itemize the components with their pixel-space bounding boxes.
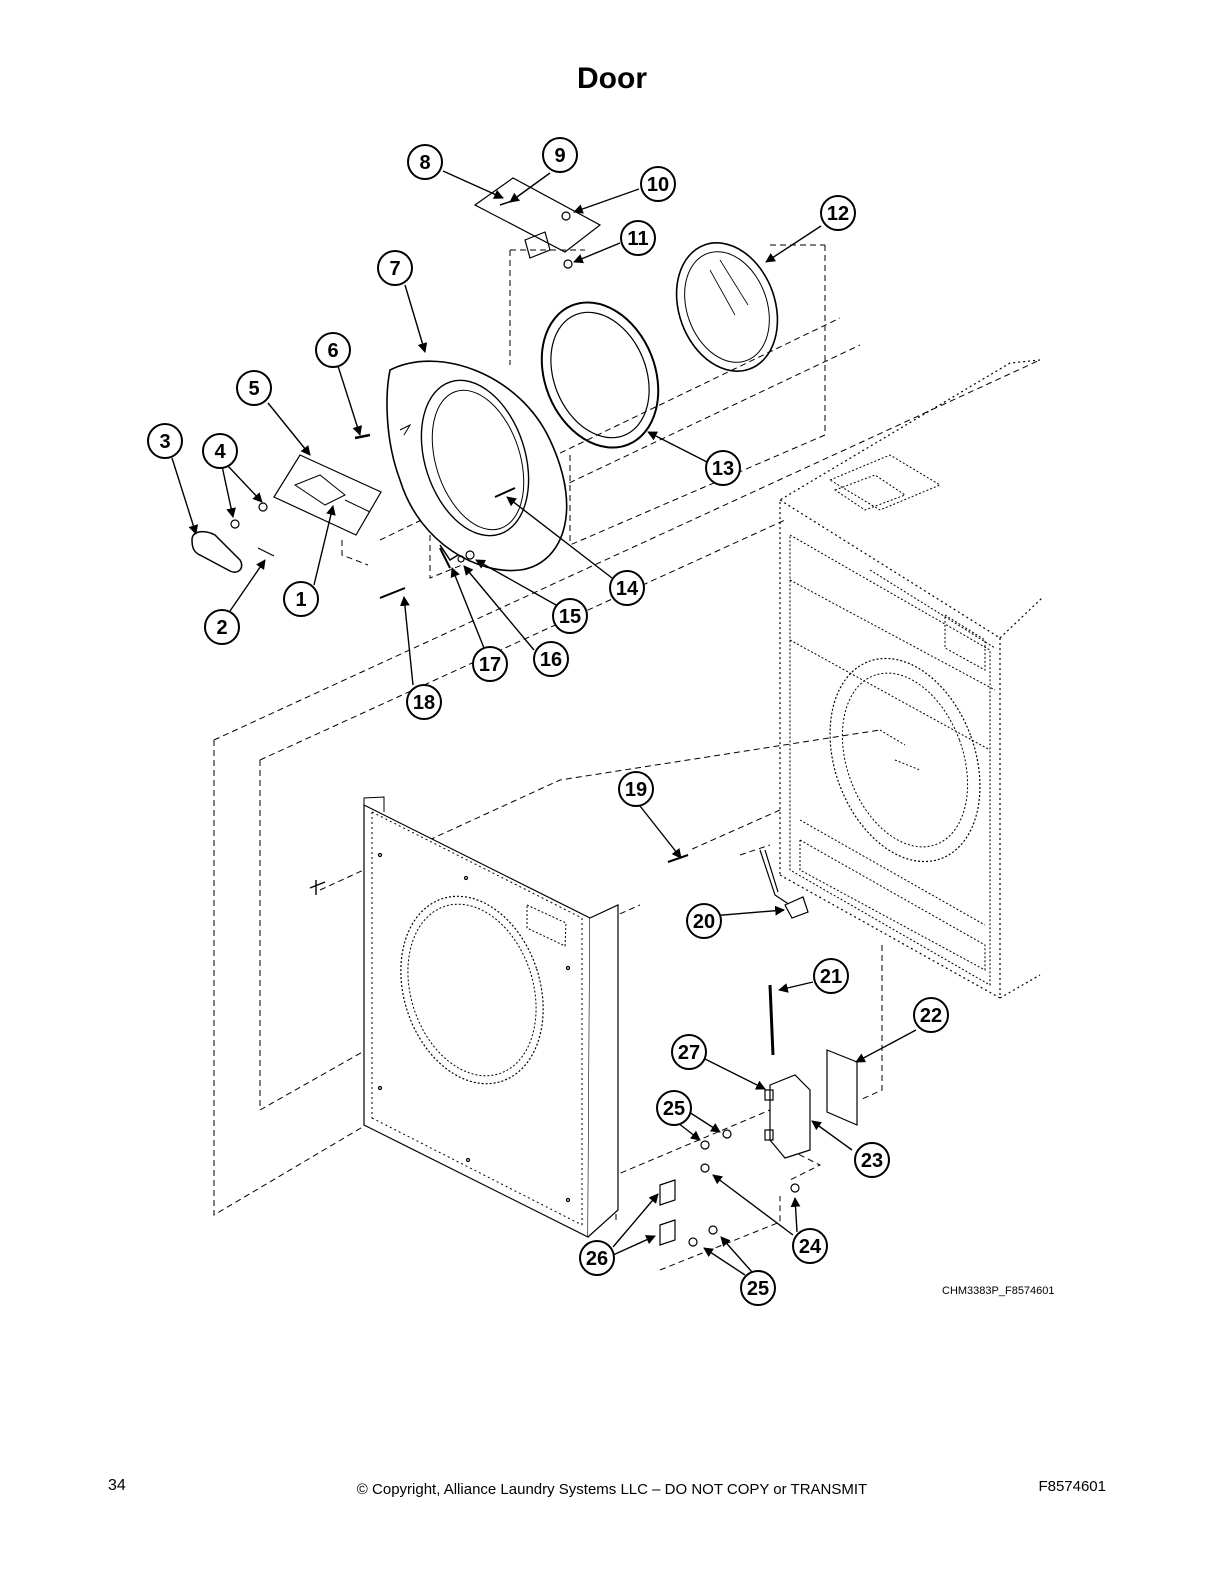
callout-26: 26 [579, 1240, 615, 1276]
svg-text:2: 2 [216, 617, 227, 639]
svg-text:3: 3 [159, 431, 170, 453]
callout-20: 20 [686, 903, 722, 939]
svg-text:10: 10 [647, 174, 669, 196]
door-ring [386, 360, 568, 572]
callout-22: 22 [913, 997, 949, 1033]
svg-text:13: 13 [712, 458, 734, 480]
washer-16 [457, 555, 465, 563]
svg-text:16: 16 [540, 649, 562, 671]
front-panel [309, 796, 619, 1238]
svg-text:1: 1 [295, 589, 306, 611]
svg-text:22: 22 [920, 1005, 942, 1027]
pin-17 [439, 547, 451, 569]
callout-17: 17 [472, 646, 508, 682]
callout-23: 23 [854, 1142, 890, 1178]
svg-text:23: 23 [861, 1150, 883, 1172]
machine-cabinet [779, 359, 1043, 1000]
svg-text:25: 25 [747, 1278, 769, 1300]
callout-15: 15 [552, 598, 588, 634]
svg-text:4: 4 [214, 441, 226, 463]
nut-15 [465, 550, 475, 560]
page-number: 34 [108, 1477, 126, 1494]
page-title: Door [577, 62, 647, 95]
callout-25-lower: 25 [740, 1270, 776, 1306]
callout-10: 10 [640, 166, 676, 202]
svg-text:27: 27 [678, 1042, 700, 1064]
screw-14 [494, 487, 516, 498]
assembly-outline [213, 244, 1041, 1271]
callout-27: 27 [671, 1034, 707, 1070]
svg-text:24: 24 [799, 1236, 822, 1258]
pin-19 [667, 854, 689, 863]
document-id: F8574601 [1038, 1478, 1106, 1495]
callout-1: 1 [283, 581, 319, 617]
svg-text:7: 7 [389, 258, 400, 280]
callout-25-upper: 25 [656, 1090, 692, 1126]
door-gasket [540, 301, 660, 449]
callout-7: 7 [377, 250, 413, 286]
svg-text:11: 11 [627, 228, 648, 250]
callout-18: 18 [406, 684, 442, 720]
callout-13: 13 [705, 450, 741, 486]
callout-8: 8 [407, 144, 443, 180]
callout-21: 21 [813, 958, 849, 994]
callout-11: 11 [620, 220, 656, 256]
svg-text:20: 20 [693, 911, 715, 933]
svg-text:12: 12 [827, 203, 849, 225]
leader-lines [171, 170, 917, 1276]
callout-5: 5 [236, 370, 272, 406]
callout-3: 3 [147, 423, 183, 459]
svg-text:19: 19 [625, 779, 647, 801]
callouts: 1 2 3 4 5 6 7 8 9 10 11 12 13 14 15 16 1… [147, 137, 949, 1306]
callout-12: 12 [820, 195, 856, 231]
callout-19: 19 [618, 771, 654, 807]
callout-4: 4 [202, 433, 238, 469]
svg-text:15: 15 [559, 606, 581, 628]
svg-text:26: 26 [586, 1248, 608, 1270]
callout-16: 16 [533, 641, 569, 677]
callout-24: 24 [792, 1228, 828, 1264]
hinge-bracket-group [473, 177, 602, 269]
svg-text:21: 21 [820, 966, 842, 988]
callout-14: 14 [609, 570, 645, 606]
svg-text:25: 25 [663, 1098, 685, 1120]
callout-2: 2 [204, 609, 240, 645]
svg-text:18: 18 [413, 692, 435, 714]
svg-text:6: 6 [327, 340, 338, 362]
svg-text:5: 5 [248, 378, 259, 400]
svg-text:8: 8 [419, 152, 430, 174]
copyright-notice: © Copyright, Alliance Laundry Systems LL… [356, 1481, 868, 1498]
door-glass [675, 242, 779, 372]
svg-text:9: 9 [554, 145, 565, 167]
figure-code: CHM3383P_F8574601 [942, 1285, 1055, 1297]
callout-6: 6 [315, 332, 351, 368]
svg-text:17: 17 [479, 654, 501, 676]
svg-text:14: 14 [616, 578, 639, 600]
handle-assembly [191, 433, 406, 599]
callout-9: 9 [542, 137, 578, 173]
latch-group [659, 849, 858, 1247]
